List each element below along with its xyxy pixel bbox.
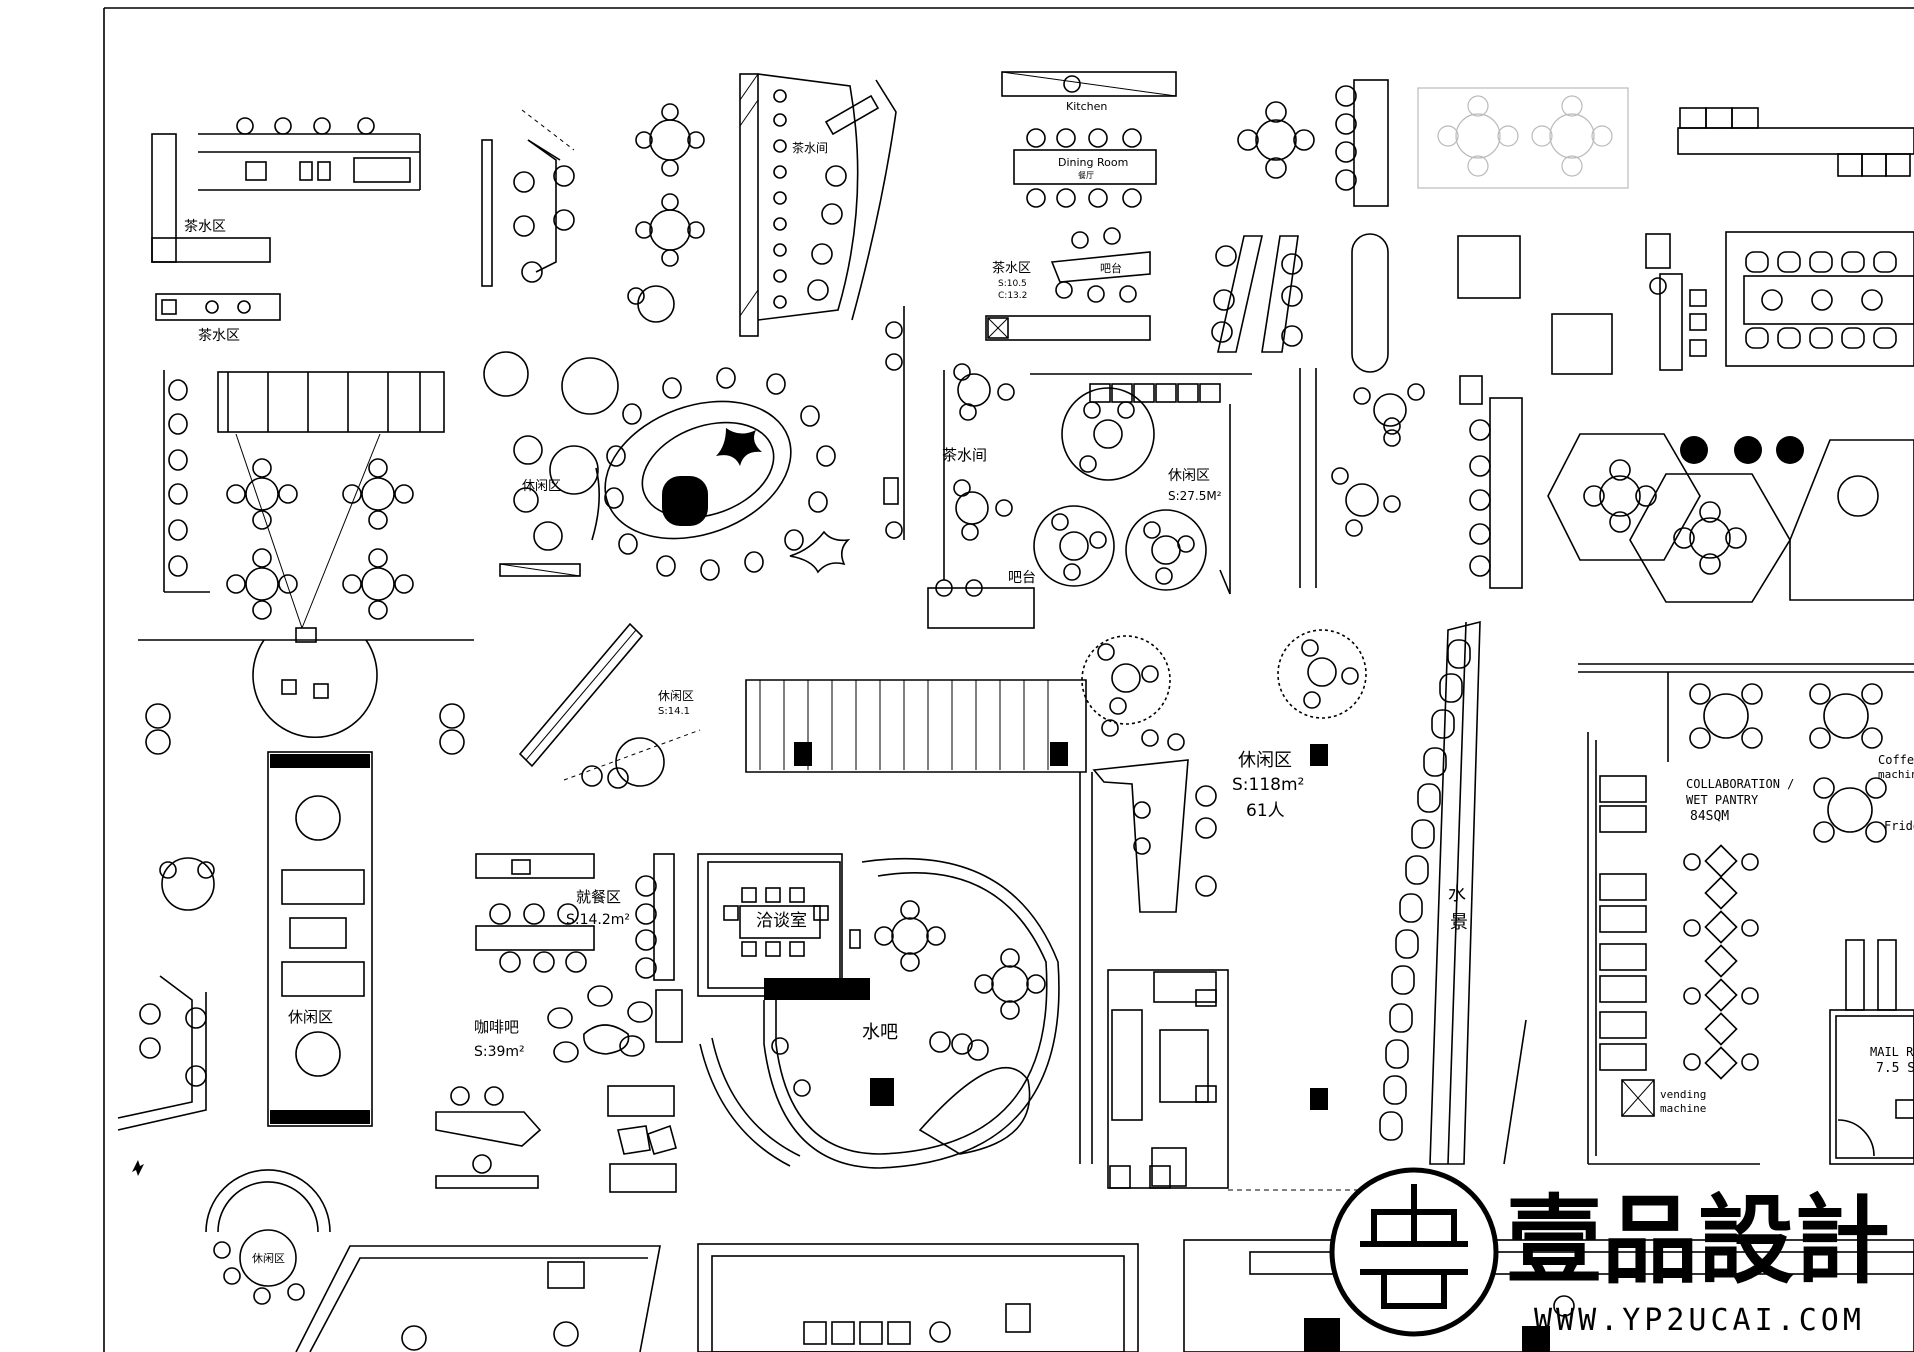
central-structure: 休闲区 S:118m² 61人	[745, 629, 1367, 1164]
collab-label-1: COLLABORATION /	[1686, 777, 1794, 791]
coffee-bar: 咖啡吧 S:39m²	[435, 985, 677, 1193]
negotiation-room: 洽谈室	[697, 853, 870, 1000]
dining-room-label: Dining Room	[1058, 156, 1128, 169]
shelving-top-right	[1677, 107, 1914, 177]
leisure-people-3: 61人	[1246, 801, 1285, 821]
bottom-partial-rooms	[295, 1239, 1914, 1352]
meeting-table-right	[1645, 231, 1914, 371]
water-bar: 水吧	[699, 857, 1060, 1169]
mid-right-clusters	[1299, 368, 1425, 588]
tea-room: 茶水间	[739, 73, 897, 337]
bar-label-2: 吧台	[1008, 570, 1036, 586]
vending-label-2: machine	[1660, 1102, 1706, 1115]
collaboration-pantry: COLLABORATION / WET PANTRY 84SQM Coffe m…	[1578, 663, 1914, 1165]
cluster-top-right	[1237, 79, 1389, 373]
pantry-top-left: 茶水区 茶水区	[151, 117, 421, 344]
logo-seal-glyph	[1360, 1184, 1468, 1309]
sofa-lounge	[1107, 969, 1360, 1191]
collab-label-2: WET PANTRY	[1686, 793, 1759, 807]
tree-lounge: 休闲区	[483, 351, 619, 577]
tea-room-label: 茶水间	[792, 140, 828, 155]
leisure-area-2: S:14.1	[658, 706, 690, 717]
leisure-area-1: S:27.5M²	[1168, 489, 1222, 503]
leisure-label-1: 休闲区	[1168, 468, 1210, 484]
mail-room-label-1: MAIL RO	[1870, 1045, 1914, 1059]
tea-area-3-capacity: C:13.2	[998, 291, 1027, 301]
lounge-top-left	[138, 370, 474, 739]
partition-stool-2	[885, 353, 903, 371]
leisure-label-3: 休闲区	[1238, 750, 1292, 771]
dining-area-size: S:14.2m²	[566, 912, 630, 928]
water-feature-char-2: 景	[1450, 912, 1468, 933]
corner-bar	[481, 109, 575, 287]
coffee-machine-label-1: Coffe	[1878, 753, 1914, 767]
faded-cluster	[1417, 87, 1629, 189]
logo-text: 壹品設計	[1506, 1185, 1890, 1297]
leisure-14: 休闲区 S:14.1	[518, 622, 701, 789]
lounge-strip-left: 休闲区	[117, 703, 465, 1176]
partition-stool-3	[885, 521, 903, 539]
fridge-label: Fridg	[1884, 819, 1914, 833]
negotiation-label: 洽谈室	[756, 911, 807, 931]
kitchen-dining: Kitchen Dining Room 餐厅 吧台 茶水区 S:10.5 C:1…	[985, 71, 1177, 341]
coffee-bar-label: 咖啡吧	[474, 1018, 519, 1036]
diagonal-benches	[1211, 235, 1303, 353]
leisure-label-4: 休闲区	[288, 1008, 333, 1026]
tea-room-label-2: 茶水间	[942, 446, 987, 464]
dining-area-label: 就餐区	[576, 888, 621, 906]
tea-area-3-size: S:10.5	[998, 279, 1027, 289]
water-bar-label: 水吧	[862, 1022, 898, 1043]
tea-area-label-2: 茶水区	[198, 328, 240, 344]
mail-room-label-2: 7.5 S	[1876, 1061, 1914, 1076]
partition-box	[883, 477, 899, 505]
leisure-tree-label: 休闲区	[522, 479, 561, 494]
collab-label-3: 84SQM	[1690, 809, 1729, 824]
leisure-label-5: 休闲区	[252, 1251, 285, 1265]
tea-area-label-1: 茶水区	[184, 219, 226, 235]
water-feature: 水 景	[1379, 620, 1527, 1165]
tea-cluster-area: 茶水间 休闲区 S:27.5M² 吧台	[927, 363, 1252, 629]
round-leisure: 休闲区	[205, 1169, 331, 1305]
partition-stool-1	[885, 321, 903, 339]
leisure-label-2: 休闲区	[658, 689, 694, 703]
coffee-machine-label-2: machin	[1878, 768, 1914, 781]
coffee-bar-area: S:39m²	[474, 1044, 525, 1060]
dining-area: 就餐区 S:14.2m²	[475, 853, 683, 1043]
square-table-1	[1457, 235, 1521, 299]
square-table-2	[1551, 313, 1613, 375]
logo-url: WWW.YP2UCAI.COM	[1534, 1303, 1865, 1338]
dining-room-sublabel: 餐厅	[1078, 171, 1094, 180]
logo-watermark: 壹品設計 WWW.YP2UCAI.COM	[1329, 1167, 1890, 1338]
oval-table-area	[604, 103, 851, 581]
hexagon-lounge	[1459, 375, 1914, 603]
bar-label-1: 吧台	[1100, 261, 1122, 275]
kitchen-label: Kitchen	[1066, 100, 1107, 113]
water-feature-char-1: 水	[1448, 884, 1466, 905]
leisure-area-3: S:118m²	[1232, 775, 1304, 795]
vending-label-1: vending	[1660, 1088, 1706, 1101]
tea-area-label-3: 茶水区	[992, 260, 1031, 276]
